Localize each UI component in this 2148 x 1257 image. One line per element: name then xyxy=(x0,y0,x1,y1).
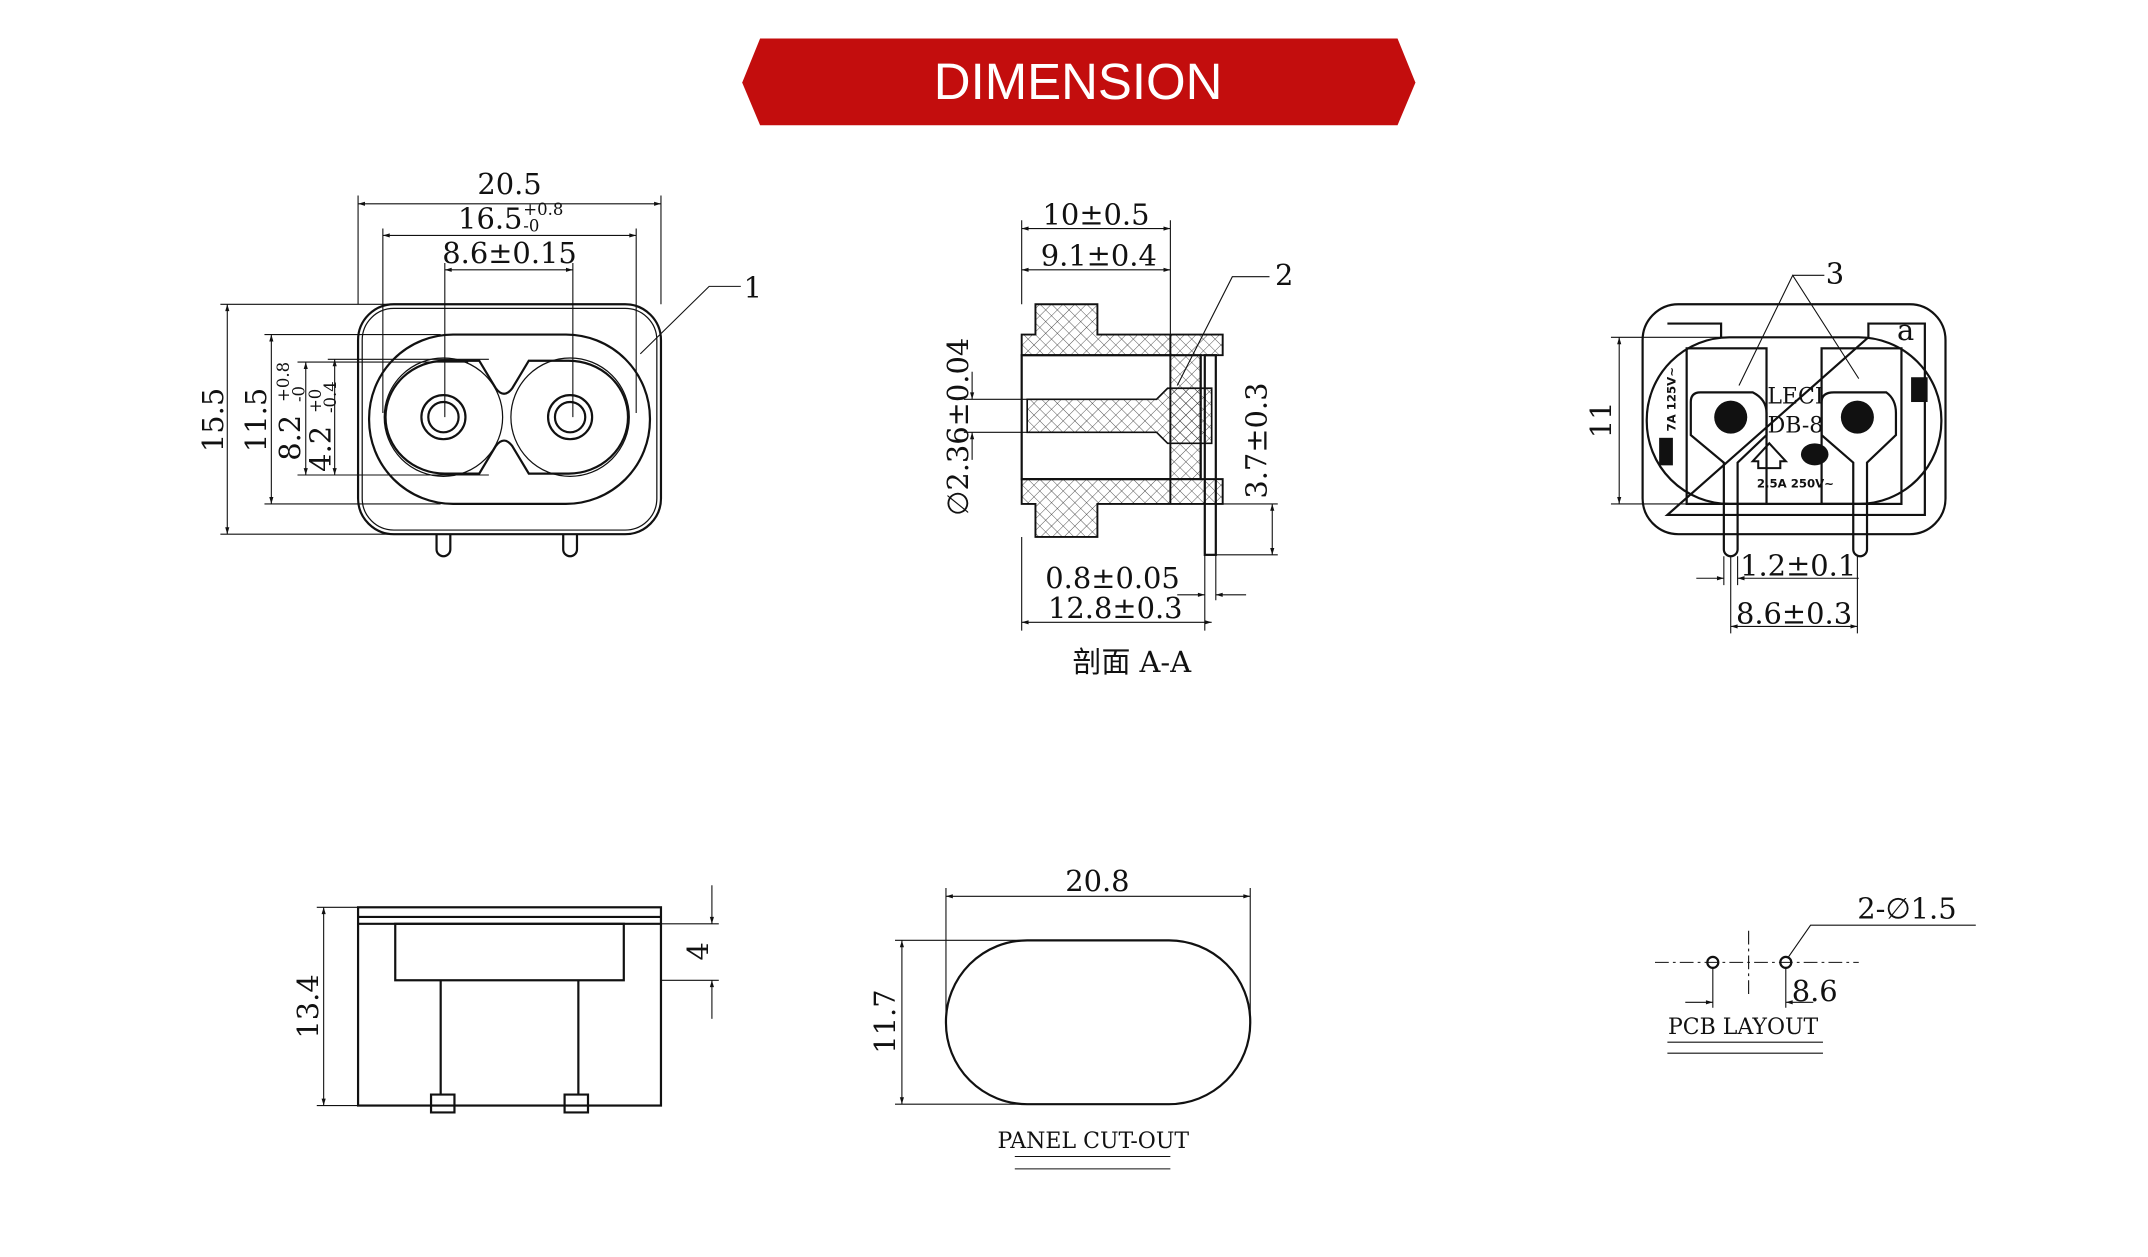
dim-8-2-tol-minus: -0 xyxy=(289,386,308,402)
title-banner: DIMENSION xyxy=(742,38,1416,126)
rating-label: 2.5A 250V~ xyxy=(1757,476,1834,490)
dim-holes: 2-∅1.5 xyxy=(1857,891,1956,925)
dim-oval-height: 11.5 xyxy=(239,388,273,452)
dim-9-1: 9.1±0.4 xyxy=(1041,239,1157,273)
side-view: 13.4 4 xyxy=(291,885,719,1114)
dim-inner-tol-minus: -0 xyxy=(523,216,539,235)
front-view: 20.5 16.5 +0.8 -0 8.6±0.15 15.5 11.5 8.2… xyxy=(196,167,762,558)
banner-title: DIMENSION xyxy=(934,53,1223,110)
dim-inner-tol-plus: +0.8 xyxy=(523,200,563,219)
dim-11: 11 xyxy=(1584,402,1618,439)
rear-view: LECI DB-8 2.5A 250V~ 7A 125V~ a 3 11 1.2… xyxy=(1584,257,1947,634)
callout-2: 2 xyxy=(1275,258,1293,292)
panel-cutout-caption: PANEL CUT-OUT xyxy=(997,1129,1189,1154)
dim-11-7: 11.7 xyxy=(868,989,902,1053)
vde-mark-icon xyxy=(1750,441,1789,470)
callout-3: 3 xyxy=(1826,257,1844,291)
dim-height: 15.5 xyxy=(196,388,230,452)
panel-cutout-view: 20.8 11.7 PANEL CUT-OUT xyxy=(868,864,1252,1170)
pcb-layout-view: 2-∅1.5 8.6 PCB LAYOUT xyxy=(1655,891,1976,1054)
callout-1: 1 xyxy=(744,270,762,304)
ul-rating-label: 7A 125V~ xyxy=(1665,367,1679,431)
dim-13-4: 13.4 xyxy=(291,974,325,1038)
dim-0-8: 0.8±0.05 xyxy=(1045,561,1180,595)
pcb-layout-caption: PCB LAYOUT xyxy=(1668,1015,1819,1040)
dim-4-2-tol-minus: -0.4 xyxy=(321,381,340,413)
dim-20-8: 20.8 xyxy=(1065,864,1129,898)
dim-1-2: 1.2±0.1 xyxy=(1740,548,1856,582)
mark-a: a xyxy=(1897,313,1914,347)
dim-10: 10±0.5 xyxy=(1043,197,1150,231)
dim-inner: 16.5 xyxy=(458,202,522,236)
banner-shape xyxy=(742,38,1416,126)
kc-mark-icon xyxy=(1911,377,1928,403)
dim-pitch: 8.6±0.15 xyxy=(442,236,577,270)
dim-8-2-tol-plus: +0.8 xyxy=(274,362,293,402)
dim-8-2: 8.2 xyxy=(273,415,307,461)
model-label: DB-8 xyxy=(1768,413,1824,438)
dim-12-8: 12.8±0.3 xyxy=(1048,591,1183,625)
dim-8-6: 8.6±0.3 xyxy=(1736,597,1852,631)
brand-label: LECI xyxy=(1767,384,1823,409)
dim-4: 4 xyxy=(681,942,715,960)
dim-4-2-tol-plus: +0 xyxy=(306,389,325,413)
dim-3-7: 3.7±0.3 xyxy=(1240,382,1274,498)
section-caption: 剖面 A-A xyxy=(1073,645,1193,679)
ccc-mark-icon xyxy=(1800,443,1829,466)
dim-pin-diameter: ∅2.36±0.04 xyxy=(941,338,975,516)
dim-pcb-pitch: 8.6 xyxy=(1792,974,1838,1008)
dim-4-2: 4.2 xyxy=(304,426,338,472)
section-view: 10±0.5 9.1±0.4 2 ∅2.36±0.04 3.7±0.3 0.8±… xyxy=(941,197,1293,678)
ul-mark-icon xyxy=(1659,437,1673,466)
dim-width: 20.5 xyxy=(477,167,541,201)
